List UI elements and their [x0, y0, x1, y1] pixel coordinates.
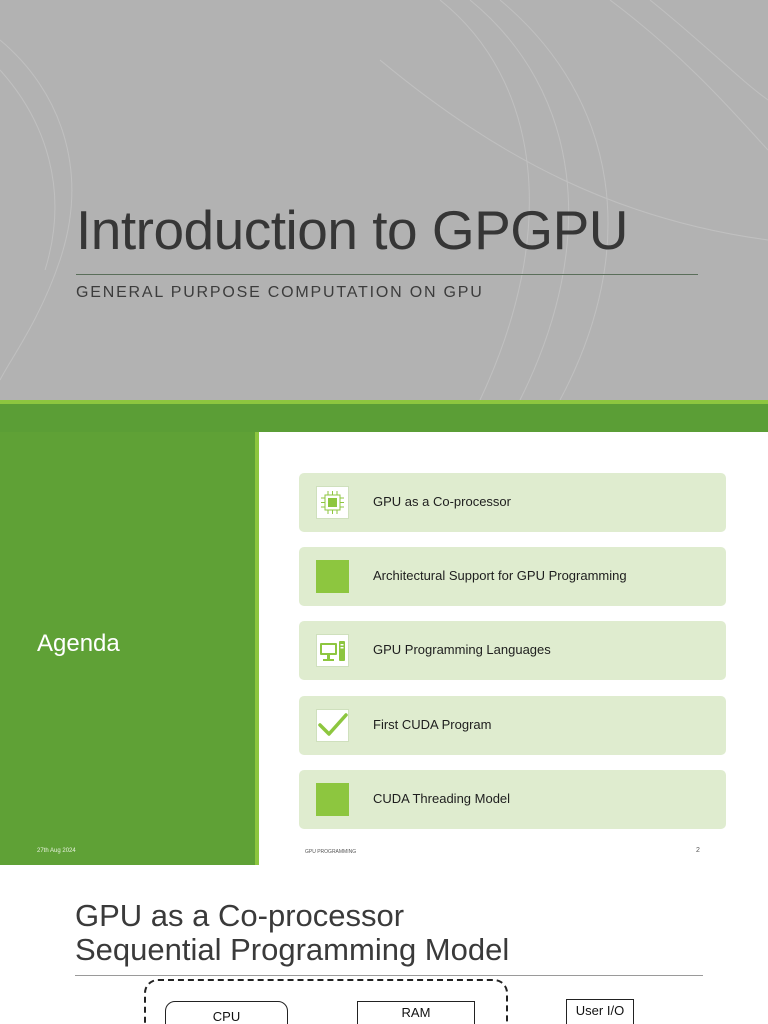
agenda-item-first-cuda-program[interactable]: First CUDA Program: [299, 696, 726, 755]
agenda-item-label: GPU Programming Languages: [373, 642, 551, 657]
agenda-side-panel: Agenda 27th Aug 2024: [0, 432, 255, 865]
agenda-item-gpu-coprocessor[interactable]: GPU as a Co-processor: [299, 473, 726, 532]
slide-footer: GPU PROGRAMMING: [305, 849, 357, 855]
page-number: 2: [696, 847, 700, 854]
ram-box: RAM: [357, 1001, 475, 1024]
processor-chip-icon: [316, 486, 349, 519]
cpu-label: CPU: [212, 1009, 241, 1024]
title-divider: [75, 975, 703, 976]
slide-title-line1: GPU as a Co-processor: [75, 898, 405, 933]
cpu-box: CPU: [165, 1001, 288, 1024]
slide-title: GPU as a Co-processor Sequential Program…: [75, 899, 509, 967]
slide-title-line2: Sequential Programming Model: [75, 932, 510, 967]
ram-label: RAM: [401, 1005, 431, 1020]
green-square-icon: [316, 560, 349, 593]
slide-date: 27th Aug 2024: [37, 848, 76, 854]
presentation-subtitle: GENERAL PURPOSE COMPUTATION ON GPU: [76, 284, 484, 301]
green-square-icon: [316, 783, 349, 816]
agenda-slide: Agenda 27th Aug 2024 GPU as a Co-process…: [0, 432, 768, 865]
title-divider: [76, 274, 698, 275]
user-io-label: User I/O: [575, 1003, 625, 1018]
user-io-box: User I/O: [566, 999, 634, 1024]
agenda-item-architectural-support[interactable]: Architectural Support for GPU Programmin…: [299, 547, 726, 606]
host-system-boundary: [144, 979, 508, 1024]
agenda-item-label: GPU as a Co-processor: [373, 494, 511, 509]
presentation-title: Introduction to GPGPU: [76, 199, 629, 261]
slide-separator-highlight: [0, 400, 768, 404]
checkmark-icon: [316, 709, 349, 742]
agenda-item-label: CUDA Threading Model: [373, 791, 511, 806]
agenda-item-label: Architectural Support for GPU Programmin…: [373, 568, 627, 583]
background-arcs-decoration: [0, 0, 768, 400]
agenda-item-programming-languages[interactable]: GPU Programming Languages: [299, 621, 726, 680]
agenda-panel-edge: [255, 432, 259, 865]
sequential-model-slide: GPU as a Co-processor Sequential Program…: [0, 865, 768, 1024]
slide-separator-band: [0, 404, 768, 432]
agenda-item-label: First CUDA Program: [373, 717, 492, 732]
agenda-item-cuda-threading[interactable]: CUDA Threading Model: [299, 770, 726, 829]
computer-icon: [316, 634, 349, 667]
title-slide: Introduction to GPGPU GENERAL PURPOSE CO…: [0, 0, 768, 400]
agenda-heading: Agenda: [37, 630, 120, 657]
